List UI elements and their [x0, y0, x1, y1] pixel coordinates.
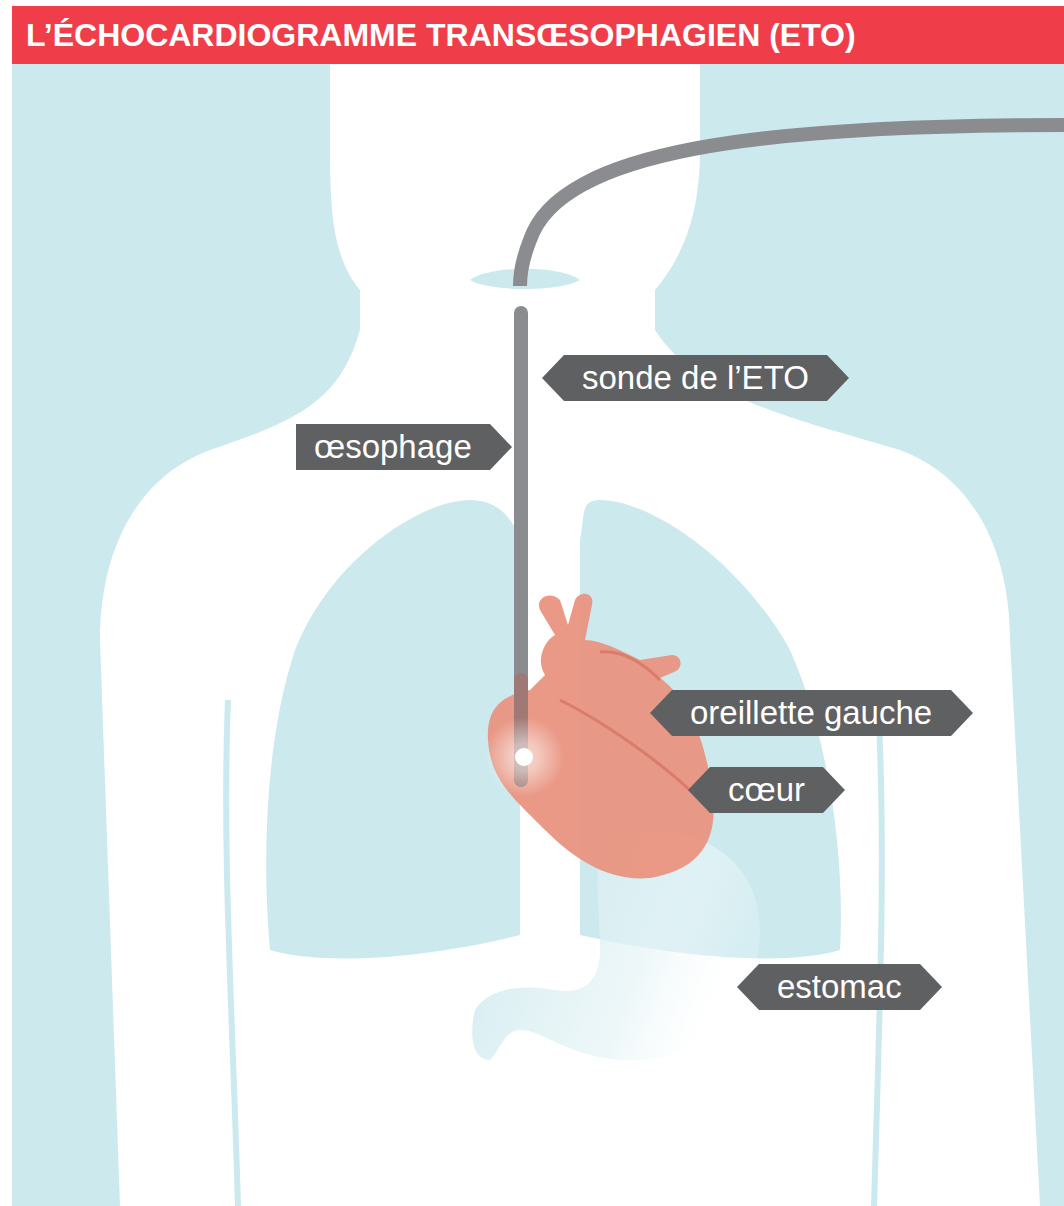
tag-text: œsophage — [296, 424, 512, 470]
label-tag: œsophage — [296, 424, 512, 470]
tag-text: cœur — [688, 767, 845, 813]
label-tag: estomac — [737, 964, 942, 1010]
tag-text: estomac — [737, 964, 942, 1010]
probe-tube — [514, 313, 528, 780]
probe-tip — [515, 748, 533, 766]
arm-line — [874, 700, 882, 1206]
tag-text: oreillette gauche — [650, 690, 973, 736]
label-tag: oreillette gauche — [650, 690, 973, 736]
title-bar: L’ÉCHOCARDIOGRAMME TRANSŒSOPHAGIEN (ETO) — [12, 6, 1064, 64]
arm-line — [226, 700, 238, 1206]
tag-text: sonde de l’ETO — [542, 355, 849, 401]
title: L’ÉCHOCARDIOGRAMME TRANSŒSOPHAGIEN (ETO) — [12, 6, 1064, 64]
label-tag: sonde de l’ETO — [542, 355, 849, 401]
left-lung — [266, 500, 520, 958]
background — [12, 64, 1064, 1206]
label-tag: cœur — [688, 767, 845, 813]
body-silhouette — [100, 64, 1040, 1206]
ultrasound-glow — [484, 717, 564, 797]
probe-cable — [520, 125, 1064, 286]
